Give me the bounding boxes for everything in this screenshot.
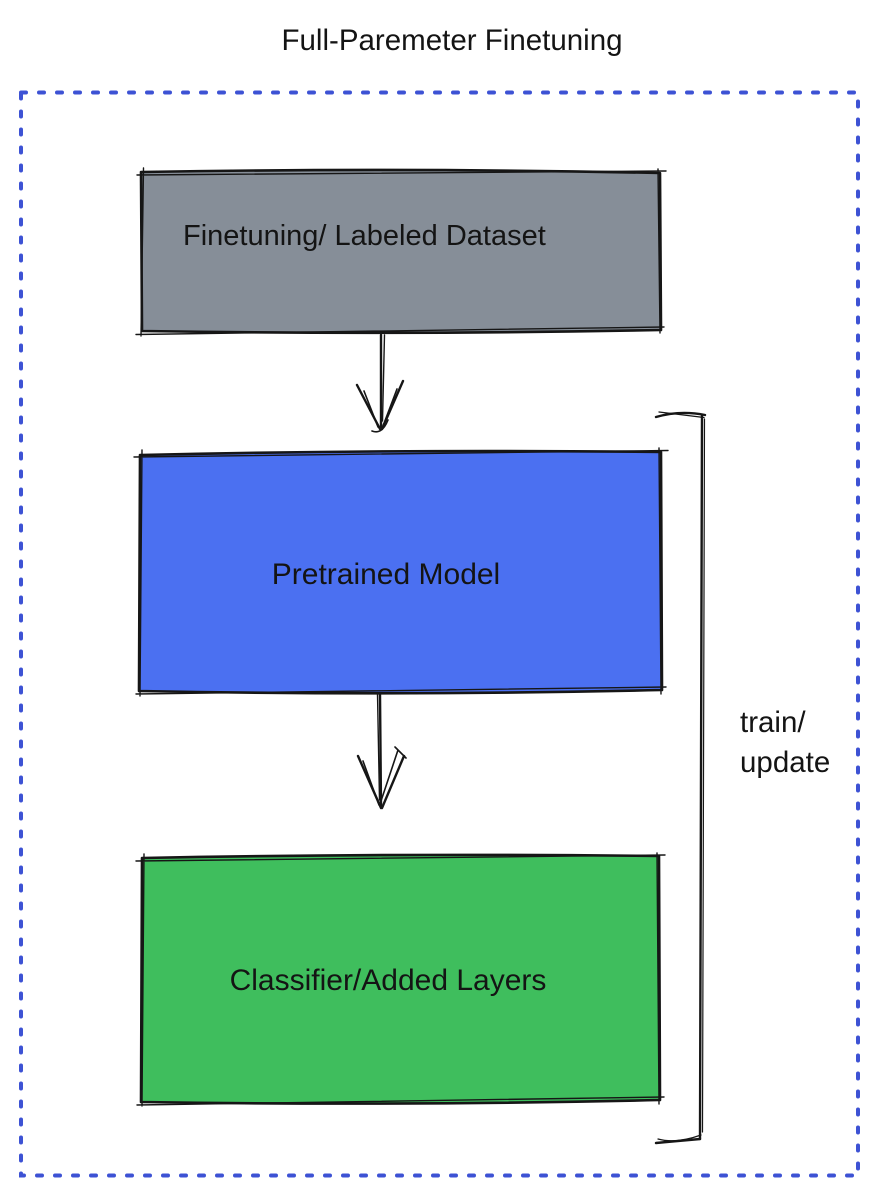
bracket-label-line-2: update <box>740 746 830 779</box>
arrow-head-sketch <box>362 746 407 806</box>
node-classifier-box-sketch-stroke <box>135 852 666 1107</box>
arrow-down-icon-pretrained-to-classifier <box>356 692 407 810</box>
node-dataset: Finetuning/ Labeled Dataset <box>135 167 667 337</box>
arrow-head-sketch <box>363 388 398 433</box>
bracket-vertical-line-sketch <box>701 418 706 1133</box>
train-update-bracket: train/ update <box>654 411 830 1145</box>
node-classifier-label: Classifier/Added Layers <box>230 964 547 997</box>
arrow-shaft <box>378 692 383 808</box>
node-dataset-label: Finetuning/ Labeled Dataset <box>183 220 546 252</box>
bracket-top-line <box>654 411 707 419</box>
node-pretrained-label: Pretrained Model <box>272 558 500 591</box>
dotted-container-border <box>19 90 860 1178</box>
node-classifier-box <box>139 853 662 1105</box>
bracket-label-line-1: train/ <box>740 706 806 739</box>
diagram-title: Full-Paremeter Finetuning <box>281 24 622 57</box>
arrow-down-icon-dataset-to-pretrained <box>355 333 405 433</box>
bracket-top-line-sketch <box>658 411 705 419</box>
node-pretrained-box-sketch-stroke <box>133 447 669 697</box>
bracket-vertical-line <box>698 413 704 1141</box>
node-pretrained-box <box>137 449 664 695</box>
arrow-shaft-sketch <box>381 334 386 422</box>
node-pretrained: Pretrained Model <box>133 447 669 697</box>
node-dataset-box-sketch-stroke <box>135 167 667 337</box>
bracket-bottom-line-sketch <box>657 1134 702 1142</box>
arrow-shaft-sketch <box>376 693 381 801</box>
node-classifier: Classifier/Added Layers <box>135 852 666 1107</box>
